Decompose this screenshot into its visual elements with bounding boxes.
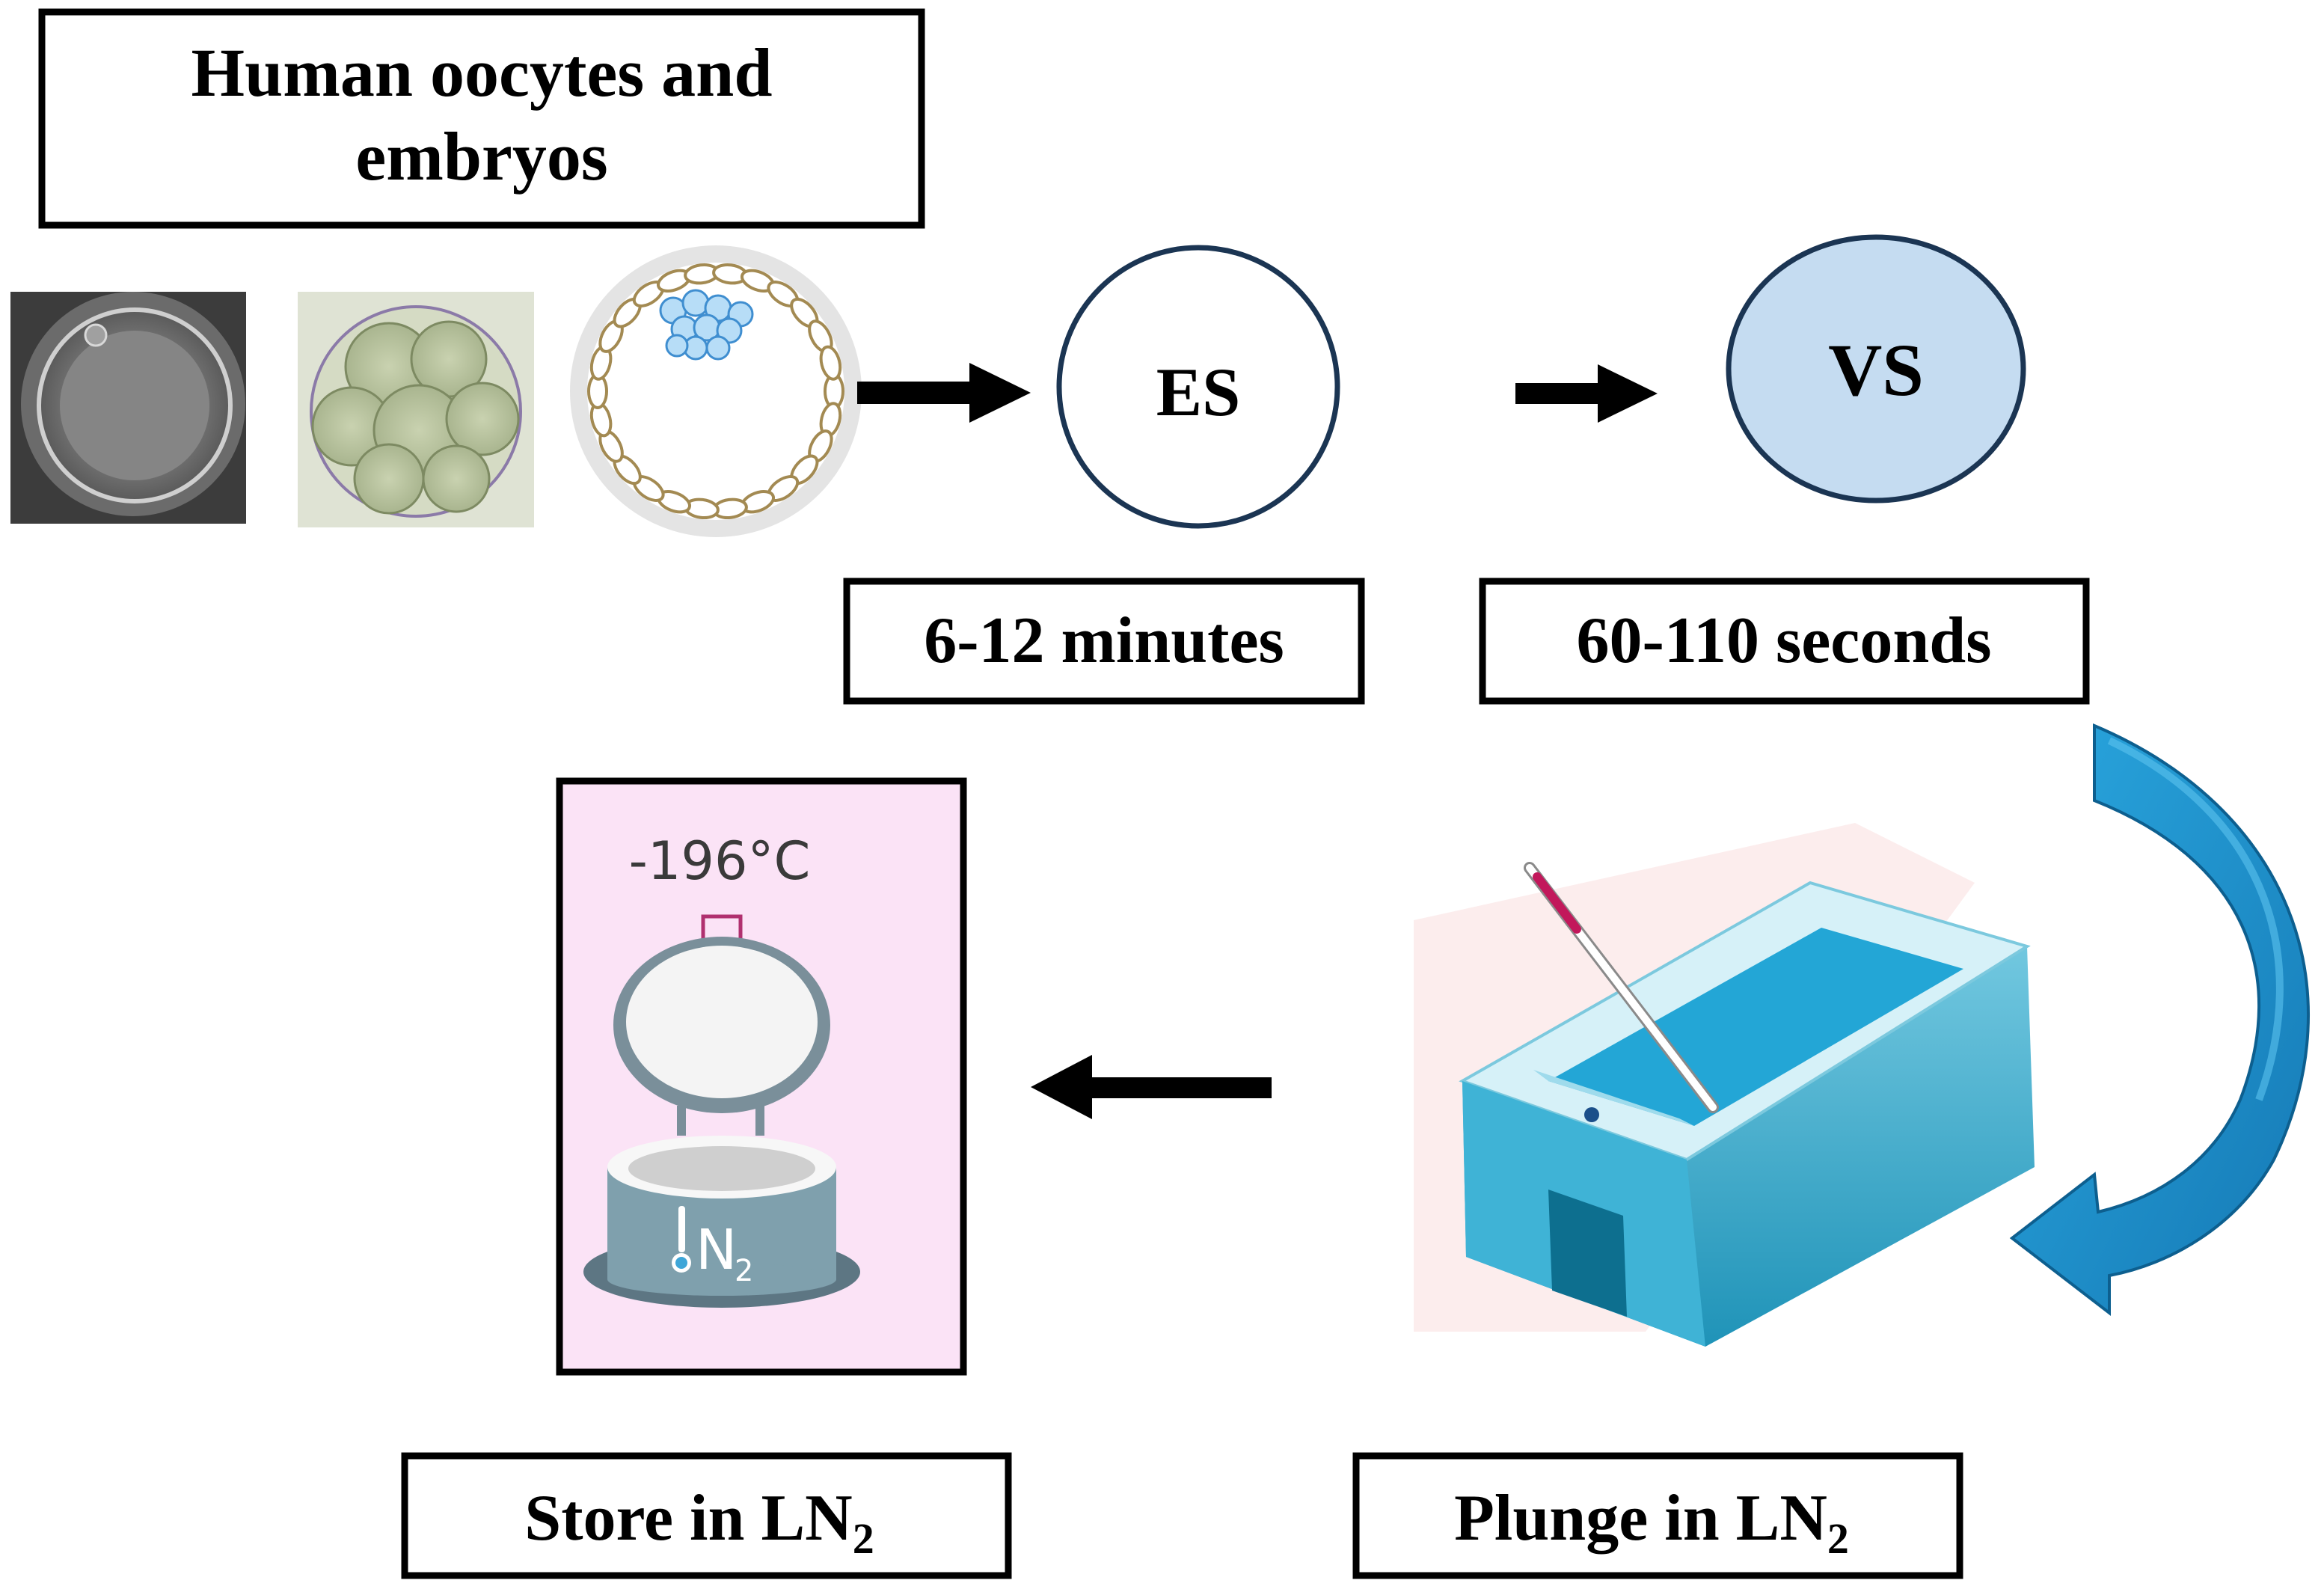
title-line-2: embryos (355, 118, 607, 195)
tank-subscript-label: 2 (735, 1254, 753, 1288)
ln2-bath-illustration (1414, 823, 2035, 1347)
es-duration-label: 6-12 minutes (924, 604, 1284, 677)
arrow-to-vs (1515, 364, 1658, 423)
vs-duration-label: 60-110 seconds (1577, 604, 1992, 677)
es-duration-box: 6-12 minutes (843, 578, 1365, 705)
trophectoderm-cell (819, 345, 842, 381)
svg-text:Plunge in LN2: Plunge in LN2 (1454, 1482, 1849, 1563)
svg-text:Store in LN2: Store in LN2 (524, 1482, 874, 1563)
temperature-label: -196°C (629, 830, 811, 892)
arrow-to-store (1031, 1055, 1272, 1119)
tank-n-label: N (696, 1218, 737, 1282)
vs-circle: VS (1726, 234, 2026, 503)
vs-duration-box: 60-110 seconds (1479, 578, 2090, 705)
store-label-box: Store in LN2 (401, 1452, 1012, 1579)
vs-label: VS (1828, 328, 1924, 411)
store-subscript: 2 (853, 1514, 874, 1563)
title-line-1: Human oocytes and (191, 34, 773, 111)
store-label: Store in LN (524, 1482, 852, 1555)
blastocyst-image (570, 245, 862, 537)
es-circle: ES (1056, 245, 1340, 529)
cleavage-embryo-image (298, 292, 534, 527)
plunge-subscript: 2 (1827, 1514, 1849, 1563)
plunge-label: Plunge in LN (1454, 1482, 1827, 1555)
es-label: ES (1156, 354, 1241, 430)
arrow-to-es (857, 363, 1031, 423)
title-box: Human oocytes and embryos (38, 8, 925, 229)
curved-arrow (2009, 723, 2311, 1317)
storage-panel: -196°C N 2 (556, 777, 967, 1376)
oocyte-image (10, 292, 246, 524)
plunge-label-box: Plunge in LN2 (1352, 1452, 1963, 1579)
